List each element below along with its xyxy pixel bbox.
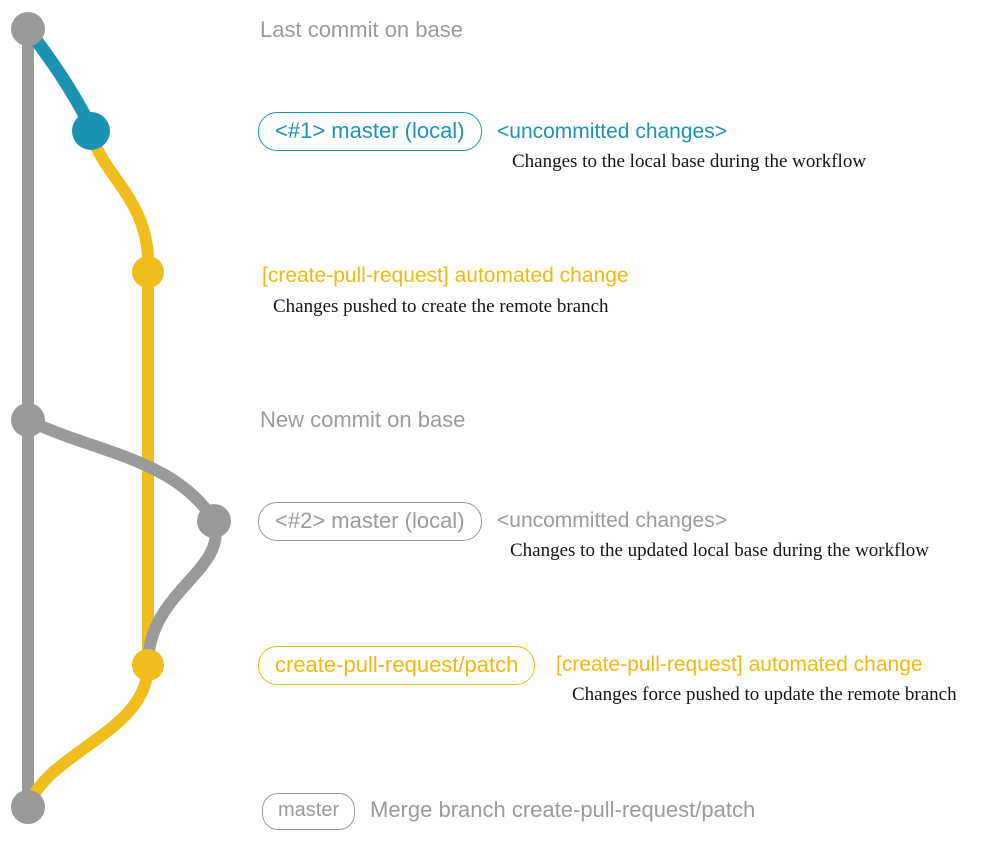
commit-graph (11, 12, 231, 824)
label-uncommitted-changes-2: <uncommitted changes> (497, 509, 727, 532)
label-new-commit-on-base: New commit on base (260, 407, 466, 432)
commit-node-merge (11, 790, 45, 824)
label-last-commit-on-base: Last commit on base (260, 17, 463, 42)
commit-node-last-base (11, 12, 45, 46)
commit-node-local-2 (197, 504, 231, 538)
commit-node-automated-1 (132, 256, 164, 288)
label-merge-branch: Merge branch create-pull-request/patch (370, 797, 756, 822)
desc-automated-change-1: Changes pushed to create the remote bran… (273, 296, 609, 317)
branch-badge-master-merged: master (262, 793, 356, 830)
patch-branch-line (22, 125, 154, 812)
local-master-edge (21, 22, 98, 135)
desc-uncommitted-changes-2: Changes to the updated local base during… (510, 540, 929, 561)
branch-badge-patch: create-pull-request/patch (258, 646, 536, 685)
desc-automated-change-2: Changes force pushed to update the remot… (572, 684, 957, 705)
commit-node-local-1 (72, 112, 110, 150)
label-automated-change-1: [create-pull-request] automated change (262, 264, 629, 287)
branch-badge-master-local-2: <#2> master (local) (258, 502, 482, 541)
label-automated-change-2: [create-pull-request] automated change (556, 653, 923, 676)
branch-badge-master-local-1: <#1> master (local) (258, 112, 482, 151)
commit-node-automated-2 (132, 649, 164, 681)
desc-uncommitted-changes-1: Changes to the local base during the wor… (512, 151, 867, 172)
label-uncommitted-changes-1: <uncommitted changes> (497, 120, 727, 143)
updated-local-master-edge (22, 414, 222, 668)
commit-node-new-base (11, 403, 45, 437)
